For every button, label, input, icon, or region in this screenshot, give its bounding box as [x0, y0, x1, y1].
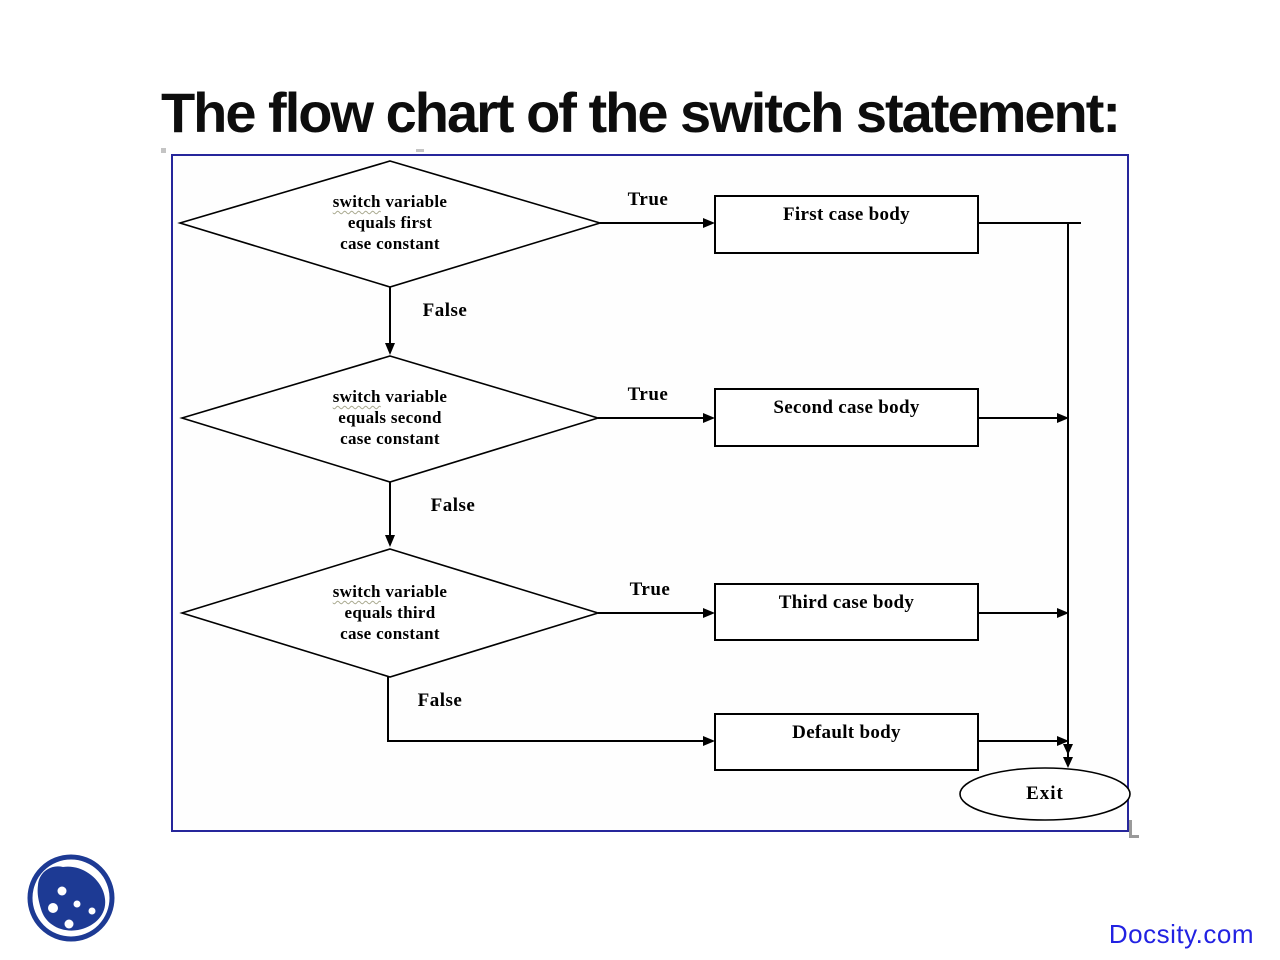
- arrowhead-false-2: [385, 535, 395, 547]
- artifact-corner-h: [1129, 835, 1139, 838]
- process-4-shape: [714, 713, 979, 771]
- flowchart-frame: switch variable equals first case consta…: [171, 154, 1131, 832]
- arrowhead-out-4: [1057, 736, 1069, 746]
- artifact-topleft: [161, 148, 166, 153]
- arrowhead-out-3: [1057, 608, 1069, 618]
- arrowhead-false-3: [703, 736, 715, 746]
- decision-2-line1: switch variable: [332, 387, 448, 406]
- arrowhead-true-3: [703, 608, 715, 618]
- artifact-corner-v: [1129, 820, 1132, 838]
- decision-3-label: switch variable equals third case consta…: [270, 581, 510, 644]
- logo-dot: [57, 886, 67, 896]
- edge-label-true-2: True: [627, 384, 669, 405]
- arrowhead-exit-upper: [1063, 744, 1073, 755]
- process-1-shape: [714, 195, 979, 254]
- decision-2-line2: equals second: [338, 408, 442, 427]
- docsity-logo: [27, 854, 115, 942]
- decision-3-line2: equals third: [344, 603, 436, 622]
- edge-label-false-3: False: [417, 690, 463, 711]
- decision-3-shape: [179, 548, 601, 678]
- edge-label-false-1: False: [422, 300, 468, 321]
- process-4-label: Default body: [792, 722, 901, 743]
- decision-3-line3: case constant: [340, 624, 440, 643]
- process-2-label: Second case body: [773, 397, 920, 418]
- terminator-exit-shape: [959, 767, 1131, 821]
- process-1-label: First case body: [783, 204, 910, 225]
- decision-1-line3: case constant: [340, 234, 440, 253]
- misspelled-word: switch: [332, 192, 381, 211]
- decision-3-line1: switch variable: [332, 582, 448, 601]
- process-3-shape: [714, 583, 979, 641]
- decision-1-line2: equals first: [347, 213, 433, 232]
- edge-label-false-2: False: [430, 495, 476, 516]
- decision-1-label: switch variable equals first case consta…: [270, 191, 510, 254]
- arrowhead-exit: [1063, 757, 1073, 768]
- process-3-label: Third case body: [778, 592, 915, 613]
- page-title: The flow chart of the switch statement:: [160, 81, 1121, 144]
- logo-dot: [88, 907, 96, 915]
- logo-dot: [73, 900, 81, 908]
- docsity-watermark-link[interactable]: Docsity.com: [1108, 919, 1254, 949]
- edge-false-3: [387, 677, 704, 742]
- logo-dot: [64, 919, 74, 929]
- arrowhead-out-2: [1057, 413, 1069, 423]
- edge-label-true-1: True: [627, 189, 669, 210]
- misspelled-word: switch: [332, 387, 381, 406]
- logo-circle: [27, 854, 115, 942]
- terminator-exit-label: Exit: [1026, 783, 1064, 804]
- misspelled-word: switch: [332, 582, 381, 601]
- arrowhead-true-2: [703, 413, 715, 423]
- decision-1-line1: switch variable: [332, 192, 448, 211]
- arrowhead-false-1: [385, 343, 395, 355]
- artifact-topmid: [416, 149, 424, 152]
- flowchart-canvas: [177, 160, 1131, 821]
- process-2-shape: [714, 388, 979, 447]
- arrowhead-true-1: [703, 218, 715, 228]
- decision-2-label: switch variable equals second case const…: [270, 386, 510, 449]
- decision-2-shape: [179, 355, 601, 483]
- decision-1-shape: [177, 160, 603, 288]
- logo-blob: [37, 866, 106, 931]
- logo-dot: [48, 903, 58, 913]
- edge-label-true-3: True: [629, 579, 671, 600]
- decision-2-line3: case constant: [340, 429, 440, 448]
